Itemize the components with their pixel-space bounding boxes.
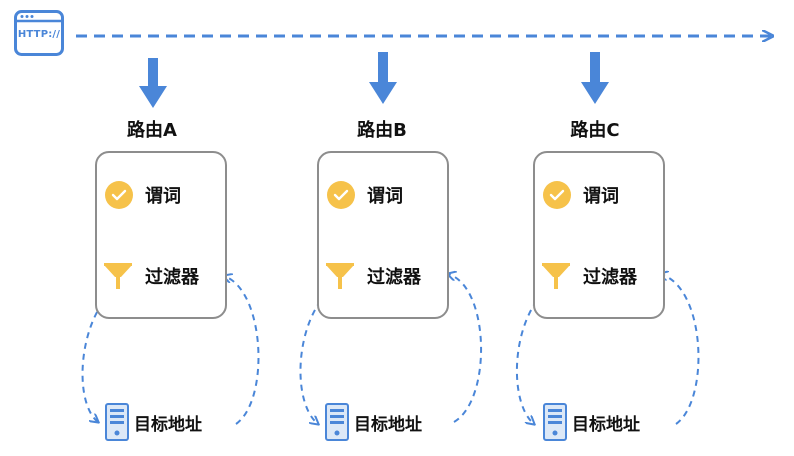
predicate-label: 谓词 (367, 186, 403, 207)
filter-funnel-icon (542, 263, 570, 289)
route-title-b: 路由B (357, 120, 407, 141)
route-card-b: 谓词 过滤器 (317, 151, 449, 319)
predicate-label: 谓词 (145, 186, 181, 207)
down-arrow-a (139, 58, 167, 108)
down-arrow-b (369, 52, 397, 104)
down-arrow-c (581, 52, 609, 104)
target-address-c: 目标地址 (540, 402, 640, 442)
target-to-filter-loop-a (224, 276, 260, 425)
target-label: 目标地址 (572, 414, 640, 435)
predicate-row: 谓词 (105, 181, 181, 209)
filter-row: 过滤器 (541, 261, 637, 291)
filter-to-target-loop-a (81, 281, 129, 422)
check-circle-icon (543, 181, 571, 209)
http-label: HTTP:// (17, 29, 61, 40)
route-card-a: 谓词 过滤器 (95, 151, 227, 319)
filter-funnel-icon (104, 263, 132, 289)
server-icon (325, 403, 349, 441)
filter-row: 过滤器 (103, 261, 199, 291)
target-address-b: 目标地址 (322, 402, 422, 442)
filter-row: 过滤器 (325, 261, 421, 291)
target-address-a: 目标地址 (102, 402, 202, 442)
filter-label: 过滤器 (145, 267, 199, 288)
server-icon (543, 403, 567, 441)
server-icon (105, 403, 129, 441)
browser-window-icon: HTTP:// (14, 10, 64, 56)
route-card-c: 谓词 过滤器 (533, 151, 665, 319)
route-title-c: 路由C (570, 120, 620, 141)
filter-funnel-icon (326, 263, 354, 289)
predicate-label: 谓词 (583, 186, 619, 207)
target-label: 目标地址 (354, 414, 422, 435)
filter-label: 过滤器 (367, 267, 421, 288)
target-label: 目标地址 (134, 414, 202, 435)
check-circle-icon (105, 181, 133, 209)
filter-label: 过滤器 (583, 267, 637, 288)
target-to-filter-loop-b (448, 274, 483, 423)
check-circle-icon (327, 181, 355, 209)
predicate-row: 谓词 (543, 181, 619, 209)
target-to-filter-loop-c (660, 274, 700, 425)
predicate-row: 谓词 (327, 181, 403, 209)
route-title-a: 路由A (127, 120, 177, 141)
